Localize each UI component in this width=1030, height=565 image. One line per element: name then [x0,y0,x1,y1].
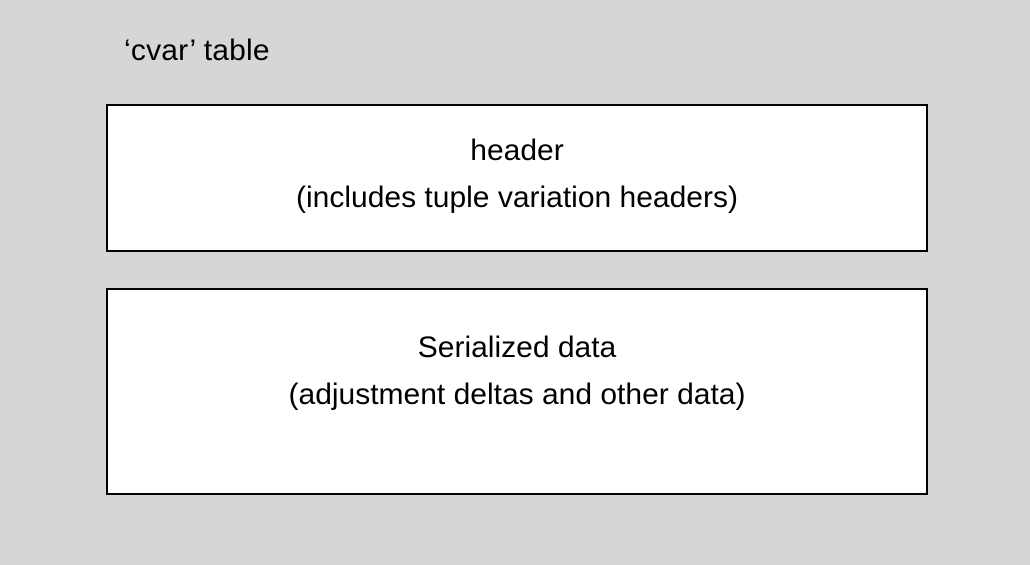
header-block: header (includes tuple variation headers… [106,104,928,252]
diagram-title: ‘cvar’ table [124,34,270,67]
header-block-line-secondary: (includes tuple variation headers) [296,181,738,214]
serialized-data-block-line-secondary: (adjustment deltas and other data) [288,378,746,411]
serialized-data-block-line-primary: Serialized data [417,331,617,364]
serialized-data-block: Serialized data (adjustment deltas and o… [106,288,928,495]
header-block-line-primary: header [470,134,564,167]
